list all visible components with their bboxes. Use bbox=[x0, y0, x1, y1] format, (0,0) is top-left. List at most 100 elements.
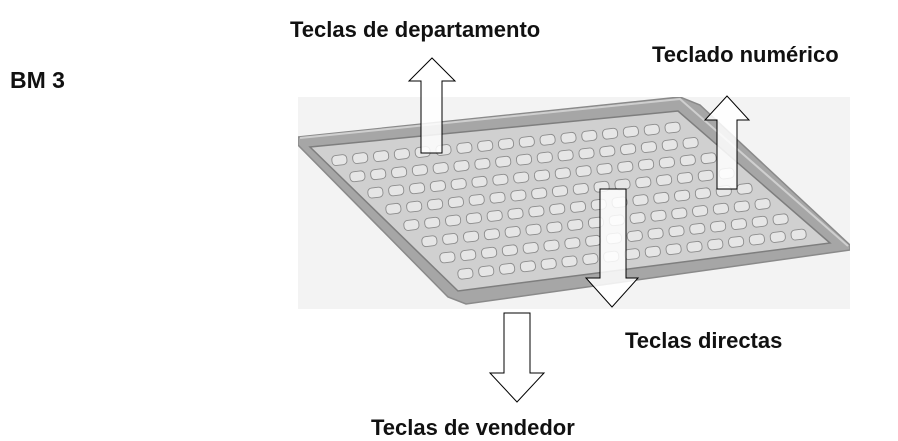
keycap bbox=[575, 165, 592, 177]
numeric-keypad-label: Teclado numérico bbox=[652, 42, 839, 67]
keycap bbox=[557, 149, 574, 162]
keycap bbox=[564, 237, 581, 249]
keycap bbox=[790, 228, 807, 241]
keycap bbox=[700, 152, 717, 165]
department-keys-arrow bbox=[407, 57, 457, 154]
keycap bbox=[578, 147, 595, 160]
keycap bbox=[674, 189, 691, 202]
keycap bbox=[769, 231, 786, 243]
keycap bbox=[442, 233, 459, 245]
keycap bbox=[676, 172, 693, 184]
keycap bbox=[409, 182, 426, 195]
vendor-keys-arrow bbox=[488, 312, 546, 403]
keycap bbox=[367, 186, 384, 199]
keycap bbox=[653, 191, 670, 204]
keycap bbox=[450, 178, 467, 190]
keycap bbox=[692, 205, 709, 217]
keycap bbox=[661, 139, 678, 151]
keycap bbox=[474, 157, 491, 170]
keycap bbox=[707, 238, 724, 251]
keycap bbox=[647, 227, 664, 240]
keycap bbox=[528, 205, 545, 218]
keycap bbox=[429, 180, 446, 192]
keycap bbox=[617, 160, 634, 173]
keycap bbox=[539, 133, 556, 146]
keycap bbox=[599, 145, 616, 158]
keycap bbox=[385, 202, 402, 215]
keycap bbox=[665, 243, 682, 256]
keycap bbox=[519, 260, 536, 273]
keycap bbox=[632, 194, 649, 206]
keycap bbox=[549, 203, 566, 215]
keycap bbox=[456, 142, 473, 154]
keycap bbox=[629, 212, 646, 224]
keycap bbox=[650, 209, 667, 222]
keycap bbox=[712, 202, 729, 215]
keycap bbox=[733, 200, 750, 213]
keycap bbox=[569, 201, 587, 213]
keycap bbox=[447, 196, 464, 209]
keycap bbox=[388, 184, 405, 197]
keycap bbox=[561, 255, 578, 268]
keycap bbox=[536, 151, 553, 164]
keycap bbox=[531, 187, 548, 200]
keycap bbox=[668, 225, 685, 238]
keycap bbox=[656, 174, 673, 186]
keycap bbox=[772, 213, 789, 226]
keycap bbox=[626, 230, 643, 242]
keycap bbox=[754, 198, 771, 210]
keycap bbox=[406, 200, 423, 213]
keycap bbox=[622, 125, 639, 138]
keycap bbox=[518, 135, 535, 148]
keycap bbox=[468, 194, 485, 206]
keycap bbox=[352, 152, 369, 164]
model-label: BM 3 bbox=[10, 67, 65, 93]
keycap bbox=[751, 215, 768, 228]
keycap bbox=[620, 143, 637, 156]
keycap bbox=[686, 240, 703, 253]
keyboard-overlay-image bbox=[298, 97, 850, 309]
keycap bbox=[499, 262, 516, 275]
keycap bbox=[748, 233, 765, 246]
keycap bbox=[504, 226, 521, 238]
direct-keys-arrow bbox=[584, 188, 640, 308]
keycap bbox=[370, 168, 387, 181]
keycap bbox=[391, 166, 408, 179]
keycap bbox=[581, 129, 598, 142]
keycap bbox=[596, 163, 613, 175]
department-keys-label: Teclas de departamento bbox=[290, 17, 541, 42]
keycap bbox=[567, 219, 584, 231]
keycap bbox=[658, 156, 675, 169]
keycap bbox=[432, 162, 449, 174]
direct-keys-label: Teclas directas bbox=[625, 328, 783, 353]
keycap bbox=[465, 212, 482, 225]
keycap bbox=[421, 235, 438, 248]
keycap bbox=[560, 131, 577, 144]
keycap bbox=[424, 216, 441, 229]
keycap bbox=[507, 207, 524, 220]
keycap bbox=[501, 244, 518, 257]
keycap bbox=[477, 140, 494, 152]
keycap bbox=[495, 155, 512, 168]
keycap bbox=[411, 164, 428, 176]
keycap bbox=[546, 221, 563, 234]
keycap bbox=[510, 189, 527, 202]
keycap bbox=[728, 236, 745, 248]
keycap bbox=[445, 214, 462, 227]
keycap bbox=[682, 137, 699, 149]
keycap bbox=[730, 218, 747, 230]
keycap bbox=[489, 191, 506, 204]
numeric-keypad-arrow bbox=[703, 95, 751, 190]
keycap bbox=[644, 245, 661, 258]
keycap bbox=[525, 223, 542, 236]
keycap bbox=[403, 219, 420, 231]
keycap bbox=[582, 253, 599, 265]
keycap bbox=[331, 154, 348, 166]
keycap bbox=[492, 173, 509, 186]
keycap bbox=[643, 123, 660, 136]
keycap bbox=[689, 222, 706, 235]
keycap bbox=[640, 141, 657, 153]
keycap bbox=[497, 138, 515, 150]
keycap bbox=[638, 158, 655, 171]
